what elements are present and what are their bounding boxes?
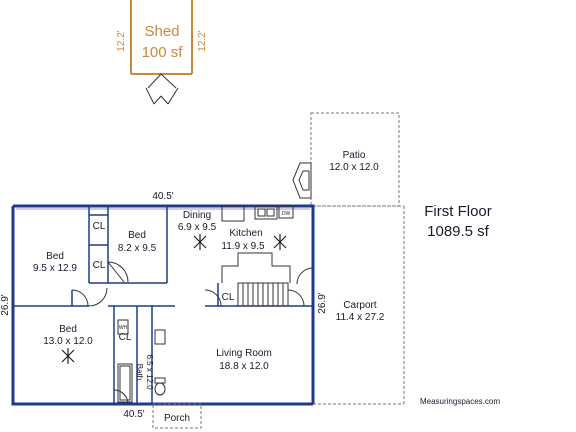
bath-name: Bath (135, 364, 144, 380)
door-swing (88, 287, 108, 307)
door-swing (107, 261, 129, 283)
bed3-dims: 13.0 x 12.0 (43, 336, 93, 347)
patio-step (292, 162, 312, 199)
shed: Shed 100 sf 12.2' 12.2' (116, 0, 208, 105)
ceiling-fan-icon (193, 234, 207, 250)
patio-dims: 12.0 x 12.0 (329, 162, 379, 173)
closet-label: CL (222, 292, 235, 303)
carport: Carport 11.4 x 27.2 (313, 205, 405, 405)
exterior-walls (11, 204, 315, 406)
door-swing (296, 267, 314, 285)
door-swing (287, 289, 305, 307)
living-dims: 18.8 x 12.0 (219, 361, 269, 372)
dining-dims: 6.9 x 9.5 (178, 222, 217, 233)
dim-top: 40.5' (152, 191, 173, 202)
bed3-name: Bed (59, 324, 77, 335)
kitchen-dims: 11.9 x 9.5 (221, 241, 265, 252)
porch: Porch (152, 403, 202, 429)
ceiling-fan-icon (273, 234, 287, 250)
bed1-dims: 9.5 x 12.9 (33, 263, 77, 274)
stairs (237, 282, 289, 307)
dishwasher-label: DW (282, 211, 291, 217)
door-swing (204, 289, 222, 307)
shed-dim-left: 12.2' (116, 30, 127, 51)
shed-dim-right: 12.2' (197, 30, 208, 51)
closet-label: CL (119, 332, 132, 343)
shed-door (145, 73, 179, 105)
door-swing (71, 289, 89, 307)
bed1-name: Bed (46, 251, 64, 262)
living-name: Living Room (216, 348, 272, 359)
shed-name: Shed (144, 23, 179, 40)
bed2-dims: 8.2 x 9.5 (118, 243, 157, 254)
patio: Patio 12.0 x 12.0 (292, 112, 400, 207)
closet-label: CL (93, 260, 106, 271)
floor-area: 1089.5 sf (427, 223, 490, 240)
door-leaf (107, 261, 125, 283)
ceiling-fan-icon (61, 348, 75, 364)
kitchen-name: Kitchen (229, 228, 262, 239)
kitchen-counter (221, 252, 291, 283)
kitchen-appliances (221, 205, 294, 222)
bath-fixtures (117, 319, 166, 403)
bath-dims: 6.5 x 12.0 (145, 354, 154, 390)
bed2-name: Bed (128, 230, 146, 241)
dim-right: 26.9' (317, 292, 328, 313)
porch-name: Porch (164, 413, 190, 424)
carport-name: Carport (343, 300, 377, 311)
water-heater-label: WH (119, 325, 128, 331)
watermark: Measuringspaces.com (420, 397, 500, 406)
dining-name: Dining (183, 210, 211, 221)
floor-name: First Floor (424, 203, 492, 220)
interior-walls (13, 206, 313, 404)
dim-bottom: 40.5' (123, 409, 144, 420)
closet-label: CL (93, 221, 106, 232)
patio-name: Patio (343, 150, 366, 161)
shed-area: 100 sf (142, 44, 184, 61)
carport-dims: 11.4 x 27.2 (336, 312, 385, 323)
dim-left: 26.9' (0, 294, 11, 315)
